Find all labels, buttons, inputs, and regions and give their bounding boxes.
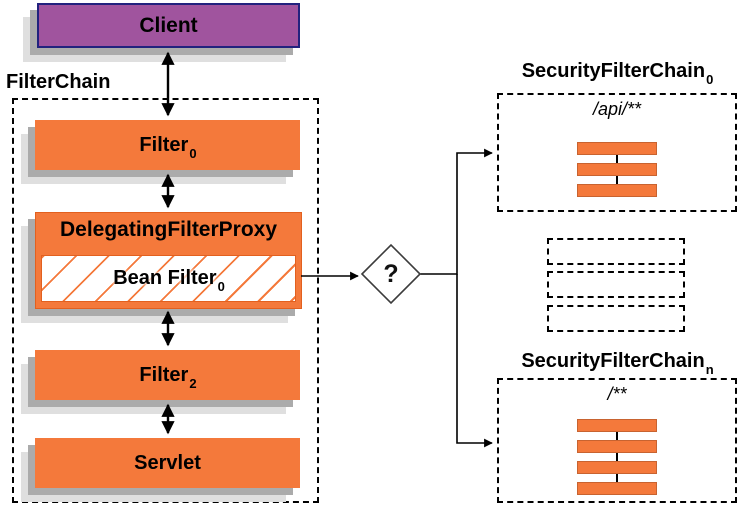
chainN-filter-bar — [577, 482, 657, 495]
chain0-filter-bar — [577, 142, 657, 155]
filterchain-label: FilterChain — [6, 71, 111, 93]
delegating-filter-proxy-label: DelegatingFilterProxy — [59, 218, 278, 241]
chain0-filter-bar — [577, 163, 657, 176]
filter0-label: Filter0 — [139, 133, 197, 161]
securityfilterchain0-box: /api/** — [497, 93, 737, 212]
arrow-decision-chain0 — [420, 148, 493, 275]
bean-filter-box: Bean Filter0 — [41, 255, 296, 302]
filter2-box: Filter2 — [35, 350, 300, 400]
servlet-label: Servlet — [134, 451, 201, 474]
client-box: Client — [37, 3, 300, 48]
chainN-url-pattern: /** — [607, 384, 627, 404]
placeholder-chain-bar — [547, 271, 685, 298]
arrow-decision-chainN — [456, 274, 493, 448]
servlet-box: Servlet — [35, 438, 300, 488]
filter2-label: Filter2 — [139, 363, 197, 391]
filter0-box: Filter0 — [35, 120, 300, 170]
chain0-url-pattern: /api/** — [592, 99, 642, 119]
chain0-filter-bar — [577, 184, 657, 197]
chainN-filter-bar — [577, 440, 657, 453]
chainN-filter-bar — [577, 461, 657, 474]
placeholder-chain-bar — [547, 238, 685, 265]
bean-filter-label: Bean Filter0 — [113, 267, 225, 294]
chainN-bar-connector-line — [616, 422, 618, 488]
securityfilterchainN-box: /** — [497, 378, 737, 503]
delegating-filter-proxy-box: DelegatingFilterProxy Bean Filter0 — [35, 212, 302, 309]
securityfilterchainN-title: SecurityFilterChainn — [521, 350, 714, 377]
decision-question-label: ? — [383, 259, 399, 288]
chainN-filter-bar — [577, 419, 657, 432]
client-label: Client — [139, 13, 198, 37]
placeholder-chain-bar — [547, 305, 685, 332]
securityfilterchain0-title: SecurityFilterChain0 — [521, 60, 714, 87]
